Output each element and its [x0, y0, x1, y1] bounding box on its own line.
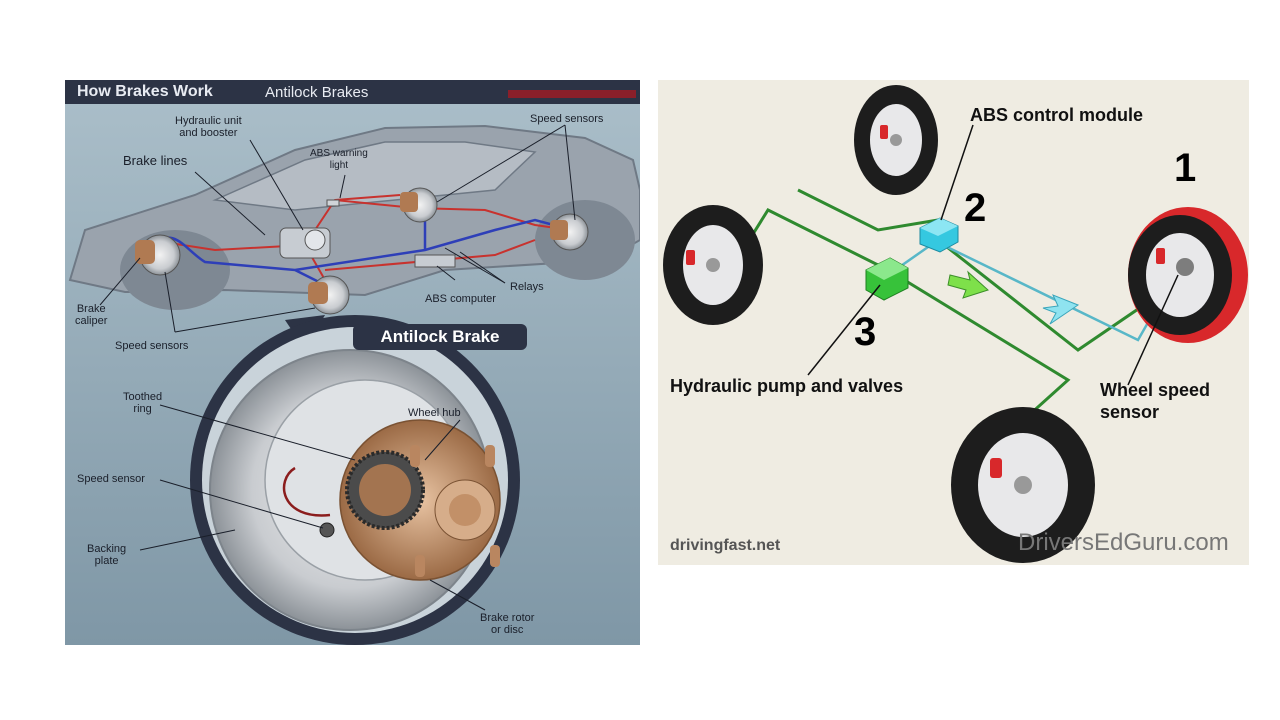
wheel-rear-left: [663, 205, 763, 325]
brake-assembly-rear-left: [400, 187, 438, 223]
speed-sensor-shape: [319, 522, 335, 538]
label-toothed-ring: Toothed ring: [123, 391, 163, 415]
label-speed-sensors-top: Speed sensors: [530, 113, 604, 125]
abs-system-panel: ABS control module 1 2 3 Hydraulic pump …: [658, 80, 1249, 565]
diagram-title: How Brakes Work: [77, 83, 213, 100]
label-wheel-speed-sensor: Wheel speed sensor: [1100, 380, 1211, 422]
label-abs-warning-light: ABS warning light: [310, 148, 368, 171]
abs-computer-box: [414, 254, 456, 268]
wheel-front-left: [854, 85, 938, 195]
antilock-brake-title: Antilock Brake: [353, 324, 527, 350]
label-abs-control-module: ABS control module: [970, 105, 1144, 125]
label-brake-rotor: Brake rotor or disc: [480, 612, 535, 636]
label-hydraulic-unit: Hydraulic unit and booster: [175, 115, 242, 139]
label-number-1: 1: [1174, 146, 1197, 190]
brake-assembly-front-right: [308, 275, 350, 315]
cyan-arrow: [1042, 294, 1080, 325]
abs-warning-light: [326, 199, 340, 207]
brakes-diagram-panel: How Brakes Work Antilock Brakes Hydrauli…: [65, 80, 640, 645]
label-brake-lines: Brake lines: [123, 153, 188, 168]
header-accent-bar: [508, 90, 636, 98]
pipe-front-left: [797, 188, 939, 232]
wheel-rear-right: [951, 407, 1095, 563]
brake-assembly-rear-right: [550, 213, 589, 251]
abs-system-illustration: [663, 85, 1248, 563]
brake-line-red: [149, 194, 571, 281]
label-backing-plate: Backing plate: [87, 543, 127, 567]
label-speed-sensors-bottom: Speed sensors: [115, 340, 189, 352]
credit-driversedguru: DriversEdGuru.com: [1018, 529, 1229, 556]
label-wheel-hub: Wheel hub: [408, 407, 461, 419]
abs-control-module-box: [919, 217, 959, 253]
label-number-3: 3: [854, 310, 877, 354]
wheel-right-highlighted: [1128, 207, 1248, 343]
green-arrow: [947, 270, 989, 299]
label-relays: Relays: [510, 281, 544, 293]
credit-drivingfast: drivingfast.net: [670, 537, 781, 554]
label-abs-computer: ABS computer: [425, 293, 496, 305]
diagram-subtitle: Antilock Brakes: [265, 84, 369, 101]
left-header-bar: How Brakes Work Antilock Brakes: [65, 80, 640, 104]
hydraulic-unit: [279, 227, 331, 259]
pipe-left: [741, 208, 889, 272]
label-hydraulic-pump: Hydraulic pump and valves: [670, 376, 904, 396]
label-speed-sensor: Speed sensor: [77, 473, 145, 485]
car-brake-illustration: [65, 104, 640, 645]
label-number-2: 2: [964, 186, 987, 230]
label-brake-caliper: Brake caliper: [75, 303, 108, 327]
